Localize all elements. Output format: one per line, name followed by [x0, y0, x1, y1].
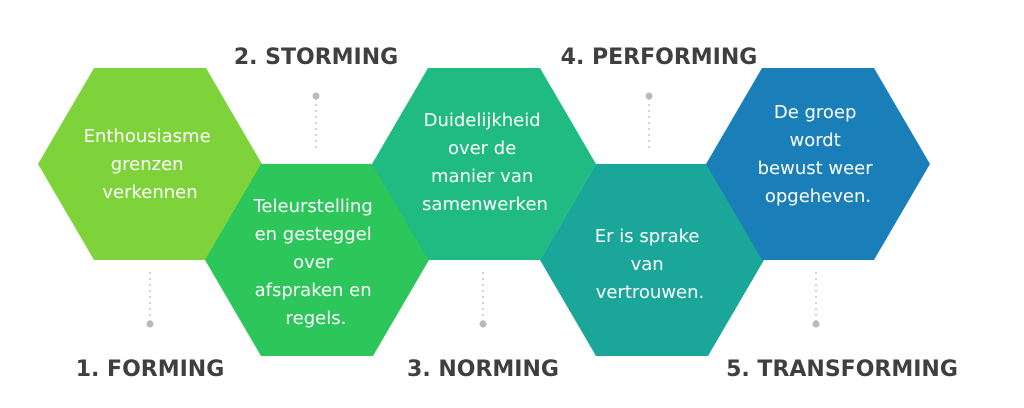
- stage-title-forming: 1. FORMING: [76, 357, 225, 382]
- hex-text-storming: Teleurstelling en gesteggel over afsprak…: [253, 196, 379, 329]
- hexagon-norming: [372, 68, 596, 260]
- connector-forming: [146, 272, 154, 328]
- hex-text-norming: Duidelijkheid over de manier van samenwe…: [422, 110, 548, 215]
- connector-transforming: [812, 272, 820, 328]
- hex-text-transforming: De groep wordt bewust weer opgeheven.: [758, 102, 879, 207]
- hexagon-forming: [38, 68, 262, 260]
- stage-title-storming: 2. STORMING: [234, 45, 398, 70]
- hexagon-performing: [540, 164, 764, 356]
- hex-text-performing: Er is sprake van vertrouwen.: [595, 226, 705, 303]
- stage-title-transforming: 5. TRANSFORMING: [726, 357, 958, 382]
- connector-norming: [479, 272, 487, 328]
- connector-storming: [312, 92, 320, 150]
- hexagon-transforming: [706, 68, 930, 260]
- hexagon-storming: [205, 164, 429, 356]
- hex-text-forming: Enthousiasme grenzen verkennen: [84, 126, 217, 203]
- stage-title-performing: 4. PERFORMING: [561, 45, 758, 70]
- connector-performing: [645, 92, 653, 150]
- stage-title-norming: 3. NORMING: [407, 357, 559, 382]
